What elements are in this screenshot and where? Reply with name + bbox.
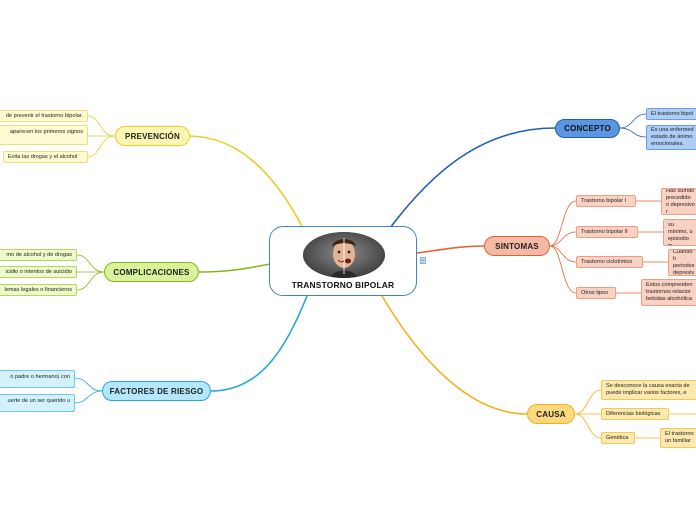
factores-item[interactable]: uerte de un ser querido u <box>0 394 75 412</box>
connector-causa-3 <box>574 413 602 439</box>
complicaciones-item[interactable]: mo de alcohol y de drogas <box>0 249 77 261</box>
complicaciones-item[interactable]: lemas legales o financieros <box>0 284 77 296</box>
connector-concepto-2 <box>619 127 647 138</box>
connector-causa-1 <box>574 389 602 415</box>
connector-complicaciones <box>198 263 271 273</box>
sintomas-item-detail[interactable]: Cuando h periodos depresiv <box>668 249 696 276</box>
branch-prevencion[interactable]: PREVENCIÓN <box>115 126 190 146</box>
connector-factores-2 <box>74 390 103 404</box>
prevencion-item[interactable]: Evita las drogas y el alcohol <box>3 151 88 163</box>
sintomas-item-label[interactable]: Trastorno bipolar II <box>576 226 638 238</box>
sintomas-item-detail[interactable]: Estos comprenden trastornos relacior beb… <box>641 279 696 306</box>
connector-factores <box>210 295 308 392</box>
connector-sintomas-2 <box>549 231 577 247</box>
factores-item[interactable]: o padre o hermano) con <box>0 370 75 388</box>
connector-prevencion-3 <box>87 135 116 158</box>
connector-factores-1 <box>74 377 103 392</box>
connector-complicaciones-1 <box>76 254 105 273</box>
central-topic-title: TRANSTORNO BIPOLAR <box>291 280 395 290</box>
branch-factores-de-riesgo[interactable]: FACTORES DE RIESGO <box>102 381 211 401</box>
note-icon[interactable] <box>420 257 426 264</box>
prevencion-item[interactable]: de prevenir el trastorno bipolar. <box>0 110 88 122</box>
connector-prevencion <box>189 135 304 229</box>
prevencion-item[interactable]: aparecen los primeros signos <box>0 125 88 145</box>
causa-item-label[interactable]: Genética <box>601 432 635 444</box>
sintomas-item-detail[interactable]: Cuando su mínimo, u episodio m <box>663 219 696 246</box>
connector-sintomas-1 <box>549 200 577 247</box>
causa-item-detail[interactable]: El trastorno un familiar <box>660 428 696 448</box>
branch-complicaciones[interactable]: COMPLICACIONES <box>104 262 199 282</box>
connector-concepto-1 <box>619 113 647 129</box>
connector-sintomas <box>416 245 485 254</box>
sintomas-item-label[interactable]: Trastorno bipolar I <box>576 195 636 207</box>
central-topic[interactable]: TRANSTORNO BIPOLAR <box>269 226 417 296</box>
connector-prevencion-1 <box>87 115 116 137</box>
complicaciones-item[interactable]: icidio o intentos de suicidio <box>0 266 77 278</box>
connector-sintomas-4 <box>549 245 577 294</box>
concepto-item[interactable]: El trastorno bipol <box>646 108 696 120</box>
sintomas-item-label[interactable]: Trastorno ciclotímico <box>576 256 643 268</box>
connector-concepto <box>389 127 556 229</box>
branch-concepto[interactable]: CONCEPTO <box>555 119 620 138</box>
causa-item-label[interactable]: Diferencias biológicas <box>601 408 669 420</box>
sintomas-item-label[interactable]: Otros tipos <box>576 287 616 299</box>
branch-sintomas[interactable]: SINTOMAS <box>484 236 550 256</box>
concepto-item[interactable]: Es una enfermed estado de ánimo emociona… <box>646 125 696 150</box>
connector-causa <box>381 295 528 415</box>
two-faced-person-photo-icon <box>303 232 385 278</box>
connector-complicaciones-3 <box>76 271 105 291</box>
causa-item-label[interactable]: Se desconoce la causa exacta de puede im… <box>601 380 696 400</box>
branch-causa[interactable]: CAUSA <box>527 404 575 424</box>
sintomas-item-detail[interactable]: Has sufrido precedido o depresivo r <box>661 188 696 215</box>
